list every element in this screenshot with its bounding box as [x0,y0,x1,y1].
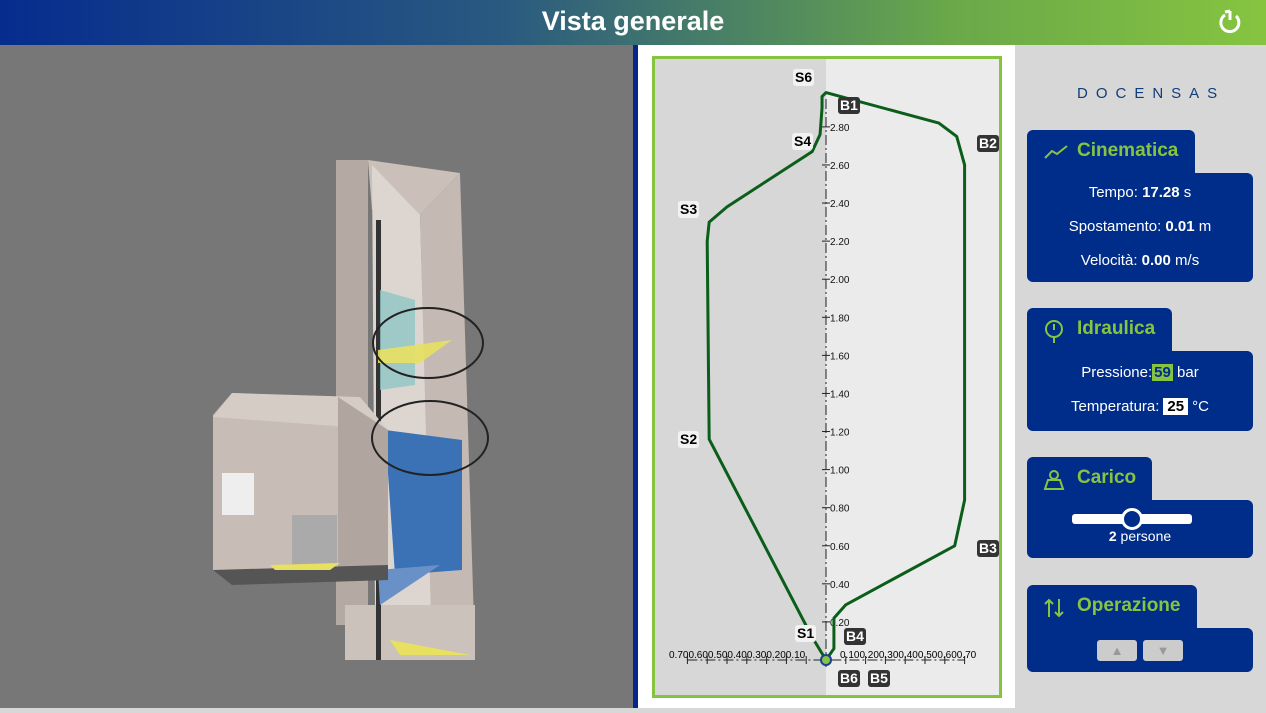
y-tick-label: 1.40 [830,389,850,400]
temperatura-input[interactable]: 25 [1163,398,1189,415]
y-tick-label: 1.20 [830,428,850,439]
control-sidebar: DOCENSAS Cinematica Tempo: 17.28 s Spost… [1015,45,1266,708]
y-tick-label: 2.40 [830,199,850,210]
y-tick-label: 0.40 [830,580,850,591]
idraulica-header: Idraulica [1027,308,1172,354]
operazione-card: ▲ ▼ [1027,628,1253,672]
refresh-icon[interactable] [1216,8,1244,36]
header: Vista generale [0,0,1266,45]
idraulica-card: Pressione:59 bar Temperatura:25°C [1027,351,1253,431]
carico-value: 2 persone [1108,528,1172,544]
x-ticks-left: 0.700.600.500.400.300.200.10 [669,650,806,661]
label-s4: S4 [792,133,814,150]
y-tick-label: 0.80 [830,504,850,515]
tempo-row: Tempo: 17.28 s [1088,184,1192,201]
slider-knob[interactable] [1121,508,1143,530]
x-ticks-right: 0.100.200.300.400.500.600.70 [840,650,977,661]
up-down-arrows-icon [1044,598,1064,618]
pressione-value: 59 [1152,364,1173,381]
chart-left-background [655,59,826,695]
cycle-chart: 2.80 2.60 2.40 2.20 2.00 1.80 1.60 1.40 1.20 1.00… [652,56,1002,698]
label-b6: B6 [838,670,860,687]
gauge-icon [1045,320,1063,343]
docensas-logo: DOCENSAS [1077,85,1226,102]
y-tick-label: 0.20 [830,618,850,629]
label-s1: S1 [795,625,817,642]
page-title: Vista generale [541,6,725,36]
y-tick-label: 2.20 [830,237,850,248]
carico-card: 2 persone [1027,500,1253,558]
label-b5: B5 [868,670,890,687]
y-tick-label: 1.80 [830,313,850,324]
label-s3: S3 [678,201,700,218]
label-s2: S2 [678,431,700,448]
operazione-header: Operazione [1027,585,1197,631]
down-button[interactable]: ▼ [1143,640,1183,661]
cycle-curve [705,91,967,661]
carico-slider[interactable] [1072,508,1192,530]
temperatura-row: Temperatura:25°C [1071,398,1209,415]
carico-header: Carico [1027,457,1152,503]
spostamento-row: Spostamento: 0.01 m [1068,218,1212,235]
y-tick-label: 2.80 [830,123,850,134]
weight-icon [1043,470,1065,490]
velocita-row: Velocità: 0.00 m/s [1080,252,1200,269]
cycle-chart-panel: 2.80 2.60 2.40 2.20 2.00 1.80 1.60 1.40 1.20 1.00… [638,45,1015,708]
cinematica-card: Tempo: 17.28 s Spostamento: 0.01 m Veloc… [1027,173,1253,282]
y-tick-label: 1.00 [830,466,850,477]
trend-line-icon [1044,145,1068,159]
elevator-3d-model [213,160,489,660]
panel-divider[interactable] [633,45,638,708]
y-tick-label: 2.00 [830,275,850,286]
up-button[interactable]: ▲ [1097,640,1137,661]
cinematica-header: Cinematica [1027,130,1195,176]
pressione-row: Pressione:59 bar [1081,364,1199,381]
label-b2: B2 [977,135,999,152]
y-tick-label: 1.60 [830,351,850,362]
y-tick-label: 0.60 [830,542,850,553]
y-tick-label: 2.60 [830,161,850,172]
label-b4: B4 [844,628,866,645]
label-b3: B3 [977,540,999,557]
current-position-marker [820,654,832,666]
label-s6: S6 [793,69,815,86]
3d-viewport[interactable] [0,45,633,708]
label-b1: B1 [838,97,860,114]
